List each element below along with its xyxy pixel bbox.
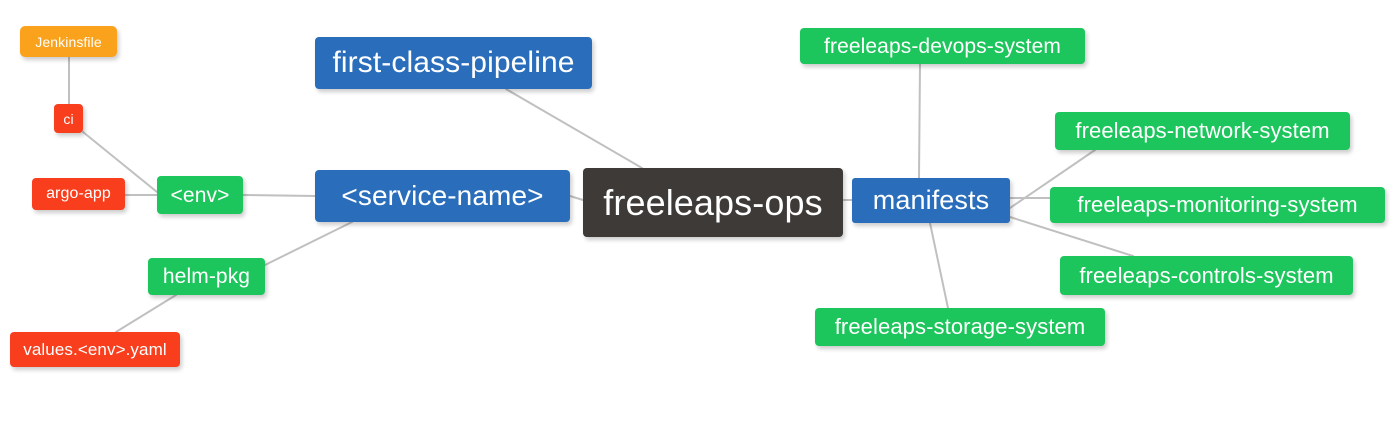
edge-manifests-storage xyxy=(929,222,949,309)
edge-pipeline-ops xyxy=(505,88,643,169)
node-label-values-yaml: values.<env>.yaml xyxy=(23,340,167,359)
node-label-freeleaps-devops-system: freeleaps-devops-system xyxy=(824,34,1061,58)
node-service-name[interactable]: <service-name> xyxy=(315,170,570,222)
node-label-freeleaps-network-system: freeleaps-network-system xyxy=(1075,118,1330,143)
node-freeleaps-controls-system[interactable]: freeleaps-controls-system xyxy=(1060,256,1353,295)
node-label-env: <env> xyxy=(170,183,230,207)
node-manifests[interactable]: manifests xyxy=(852,178,1010,223)
node-label-helm-pkg: helm-pkg xyxy=(162,265,251,288)
node-ci[interactable]: ci xyxy=(54,104,83,133)
node-label-manifests: manifests xyxy=(872,185,990,215)
node-label-ci: ci xyxy=(63,110,74,127)
node-label-service-name: <service-name> xyxy=(341,180,544,211)
edge-manifests-devops xyxy=(918,63,921,179)
node-freeleaps-devops-system[interactable]: freeleaps-devops-system xyxy=(800,28,1085,64)
node-freeleaps-ops[interactable]: freeleaps-ops xyxy=(583,168,843,237)
node-label-jenkinsfile: Jenkinsfile xyxy=(35,33,102,50)
node-first-class-pipeline[interactable]: first-class-pipeline xyxy=(315,37,592,89)
node-helm-pkg[interactable]: helm-pkg xyxy=(148,258,265,295)
edge-env-servicename xyxy=(242,194,316,197)
node-label-first-class-pipeline: first-class-pipeline xyxy=(332,46,575,79)
edge-servicename-ops xyxy=(569,195,584,201)
edge-valuesyaml-helmpkg xyxy=(115,294,177,333)
node-env[interactable]: <env> xyxy=(157,176,243,214)
node-label-freeleaps-ops: freeleaps-ops xyxy=(603,181,823,223)
node-freeleaps-monitoring-system[interactable]: freeleaps-monitoring-system xyxy=(1050,187,1385,223)
node-freeleaps-network-system[interactable]: freeleaps-network-system xyxy=(1055,112,1350,150)
node-freeleaps-storage-system[interactable]: freeleaps-storage-system xyxy=(815,308,1105,346)
node-label-freeleaps-monitoring-system: freeleaps-monitoring-system xyxy=(1077,192,1358,217)
node-label-freeleaps-controls-system: freeleaps-controls-system xyxy=(1079,262,1334,288)
node-argo-app[interactable]: argo-app xyxy=(32,178,125,210)
node-values-yaml[interactable]: values.<env>.yaml xyxy=(10,332,180,367)
node-label-argo-app: argo-app xyxy=(46,185,111,202)
node-label-freeleaps-storage-system: freeleaps-storage-system xyxy=(834,314,1086,339)
node-jenkinsfile[interactable]: Jenkinsfile xyxy=(20,26,117,57)
edge-helmpkg-servicename xyxy=(264,221,353,266)
